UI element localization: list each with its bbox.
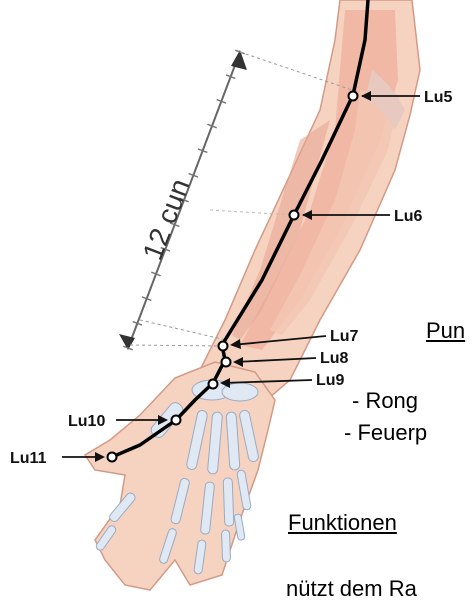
functions-heading: Funktionen	[288, 510, 397, 536]
list-item-1: - Rong	[352, 388, 418, 414]
point-label-lu6: Lu6	[394, 208, 423, 225]
points-heading: Pun	[426, 318, 465, 344]
list-item-2: - Feuerp	[344, 420, 427, 446]
point-label-lu9: Lu9	[316, 372, 345, 389]
scale-label: 12 cun	[137, 175, 196, 265]
point-label-lu5: Lu5	[424, 89, 453, 106]
point-label-lu8: Lu8	[320, 350, 349, 367]
point-label-lu7: Lu7	[330, 328, 359, 345]
bottom-text: nützt dem Ra	[286, 576, 417, 602]
point-label-lu10: Lu10	[68, 413, 105, 430]
point-label-lu11: Lu11	[10, 450, 47, 467]
